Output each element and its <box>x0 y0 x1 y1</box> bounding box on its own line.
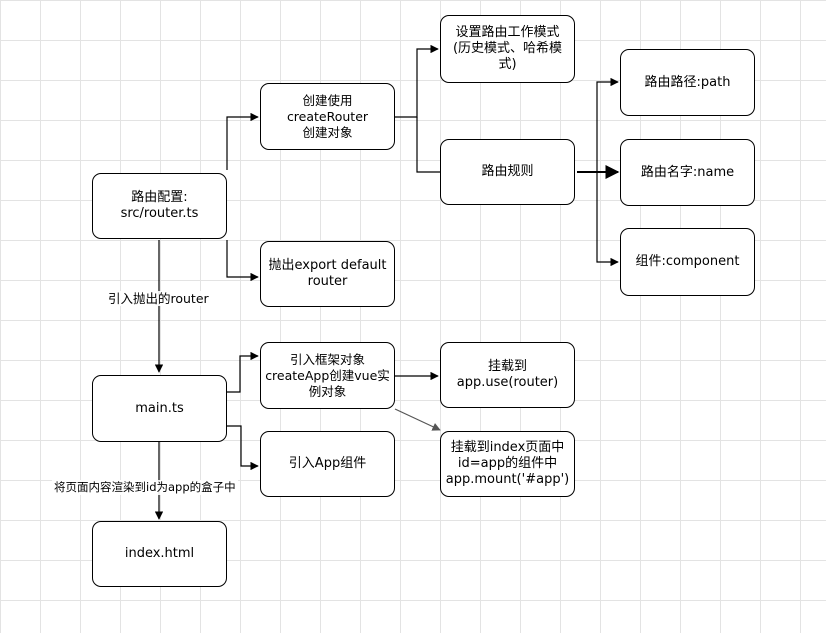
node-main-ts[interactable]: main.ts <box>92 375 227 442</box>
node-route-path[interactable]: 路由路径:path <box>620 49 755 116</box>
edge-label-render-to-app: 将页面内容渲染到id为app的盒子中 <box>52 480 238 495</box>
node-import-framework[interactable]: 引入框架对象 createApp创建vue实 例对象 <box>260 342 395 409</box>
node-route-name[interactable]: 路由名字:name <box>620 139 755 206</box>
edge-config-to-export <box>226 240 259 282</box>
edge-config-to-create <box>226 112 259 170</box>
edge-main-to-framework <box>227 351 259 393</box>
edge-framework-to-mount-index <box>394 408 441 431</box>
edge-create-to-rules <box>416 117 440 173</box>
node-router-config[interactable]: 路由配置: src/router.ts <box>92 173 227 239</box>
node-route-component[interactable]: 组件:component <box>620 228 755 296</box>
node-route-rules[interactable]: 路由规则 <box>440 139 575 205</box>
edge-main-to-app <box>227 425 259 471</box>
node-index-html[interactable]: index.html <box>92 521 227 587</box>
edge-rules-to-component <box>596 172 619 267</box>
edge-rules-to-path <box>596 77 619 172</box>
edge-create-to-mode <box>395 44 439 118</box>
node-mount-use[interactable]: 挂载到 app.use(router) <box>440 342 575 408</box>
node-mount-index[interactable]: 挂载到index页面中 id=app的组件中 app.mount('#app') <box>440 431 575 497</box>
edge-label-import-router: 引入抛出的router <box>106 291 211 306</box>
node-create-router[interactable]: 创建使用createRouter 创建对象 <box>260 83 395 150</box>
node-export-router[interactable]: 抛出export default router <box>260 241 395 307</box>
node-set-mode[interactable]: 设置路由工作模式 (历史模式、哈希模 式) <box>440 15 575 83</box>
node-import-app[interactable]: 引入App组件 <box>260 431 395 497</box>
